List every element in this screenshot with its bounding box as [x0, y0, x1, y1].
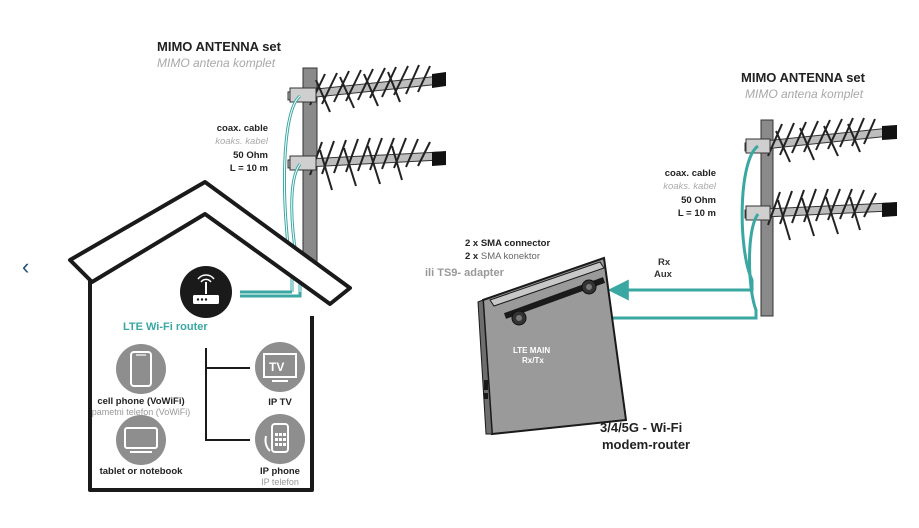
right-antenna-subtitle: MIMO antena komplet: [745, 87, 864, 101]
sma-sub-prefix: 2 x: [465, 251, 479, 262]
ip-phone-icon: [255, 414, 305, 464]
left-cable-sub: koaks. kabel: [215, 136, 268, 147]
port-label-main: LTE MAIN: [513, 346, 551, 355]
tablet-label: tablet or notebook: [99, 466, 183, 477]
left-antenna-lower-yagi: [287, 137, 446, 191]
tv-icon: [255, 342, 305, 392]
ip-tv-label: IP TV: [268, 397, 292, 408]
cell-phone-sub: pametni telefon (VoWiFi): [91, 407, 191, 417]
rx-label: Rx: [658, 257, 671, 268]
right-cable-impedance: 50 Ohm: [681, 195, 716, 206]
cell-phone-label: cell phone (VoWiFi): [97, 396, 185, 407]
sma-connector-sub: 2 x SMA konektor: [465, 252, 540, 262]
prev-arrow[interactable]: ‹: [22, 254, 30, 279]
router-label: LTE Wi-Fi router: [123, 321, 208, 333]
left-antenna-subtitle: MIMO antena komplet: [157, 56, 276, 70]
right-cable-sub: koaks. kabel: [663, 181, 716, 192]
house: [68, 180, 352, 492]
sma-connector-title: 2 x SMA connector: [465, 238, 551, 249]
cell-phone-icon: [116, 344, 166, 394]
ts9-adapter-label: ili TS9- adapter: [425, 267, 504, 279]
modem-name-line2: modem-router: [602, 437, 691, 452]
left-antenna: [282, 64, 446, 292]
router-icon: [180, 266, 232, 318]
right-antenna-lower-yagi: [744, 188, 897, 241]
sma-connector-2: [581, 279, 597, 295]
right-antenna-upper-yagi: [744, 117, 897, 163]
left-cable-title: coax. cable: [216, 123, 268, 134]
aux-label: Aux: [654, 269, 672, 280]
modem-router: [477, 256, 628, 436]
tv-icon-text: TV: [269, 360, 285, 374]
right-antenna: [530, 117, 897, 329]
right-cable-length: L = 10 m: [677, 208, 716, 219]
ip-phone-sub: IP telefon: [261, 477, 299, 487]
port-label-rxtx: Rx/Tx: [522, 356, 544, 365]
sma-connector-1: [511, 310, 527, 326]
right-cable-title: coax. cable: [664, 168, 716, 179]
left-cable-impedance: 50 Ohm: [233, 150, 268, 161]
sma-sub-text: SMA konektor: [480, 251, 540, 262]
tablet-icon: [116, 415, 166, 465]
device-links: [205, 348, 250, 441]
right-antenna-title: MIMO ANTENNA set: [741, 70, 865, 85]
ip-phone-label: IP phone: [260, 466, 300, 477]
left-cable-length: L = 10 m: [229, 163, 268, 174]
modem-name-line1: 3/4/5G - Wi-Fi: [600, 420, 683, 435]
left-antenna-title: MIMO ANTENNA set: [157, 39, 281, 54]
